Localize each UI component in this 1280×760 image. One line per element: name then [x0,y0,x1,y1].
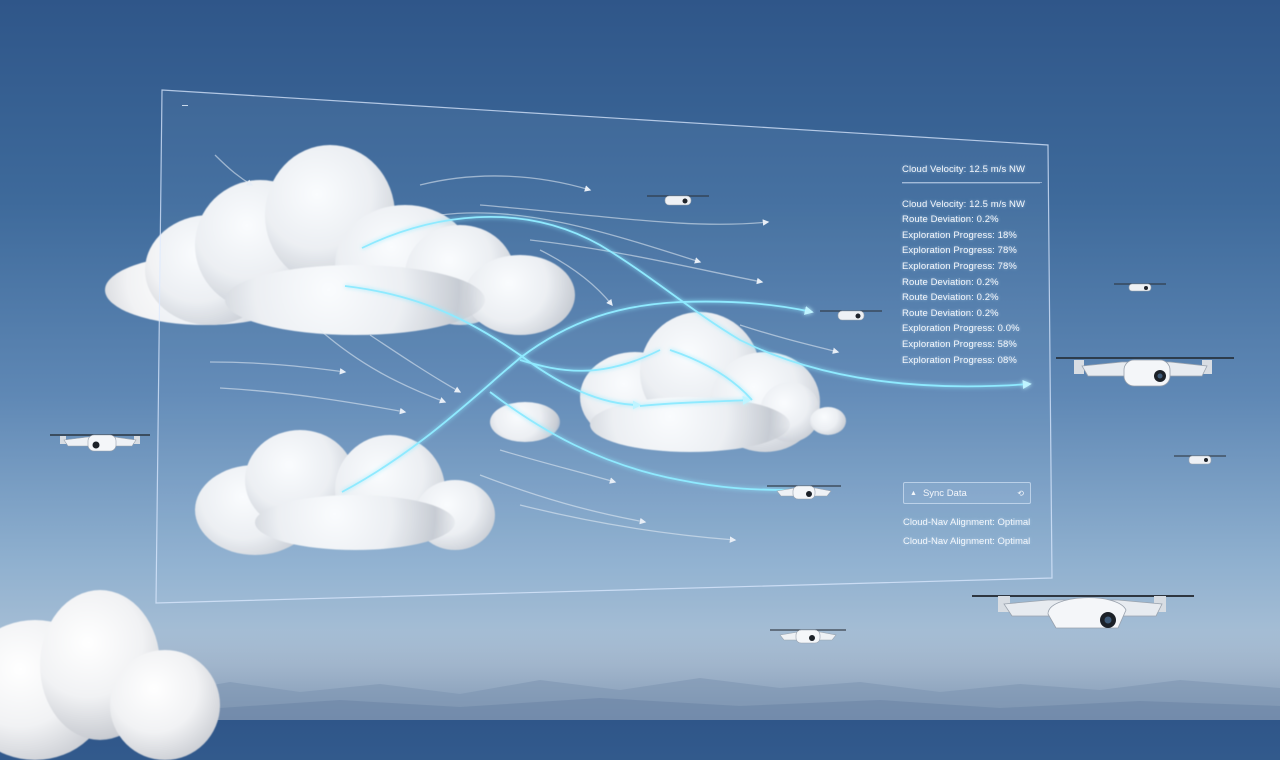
readout-header: Cloud Velocity: 12.5 m/s NW [902,162,1042,183]
sync-icon: ⟲ [1017,488,1024,498]
readout-row: Route Deviation: 0.2% [902,307,999,319]
readout-row: Exploration Progress: 58% [902,338,1017,350]
drone-icon [645,192,711,210]
flow-arrow-icon [214,154,254,186]
readout-row: Route Deviation: 0.2% [902,292,999,304]
cloud-lower-left [195,425,505,555]
readout-row: Route Deviation: 0.2% [902,214,999,226]
drone-icon [1112,281,1168,295]
alignment-status-line: Cloud-Nav Alignment: Optimal [903,517,1031,528]
readout-row: Exploration Progress: 78% [902,245,1017,257]
readout-row: Exploration Progress: 08% [902,354,1017,366]
route-line [519,349,661,372]
route-line [669,349,753,401]
hud-panel-frame [155,89,1053,604]
route-line [344,285,642,410]
sync-data-label: Sync Data [922,487,967,499]
route-line [341,300,814,493]
drone-icon [48,430,152,454]
route-line [639,395,752,407]
cloud-upper-left [105,145,575,340]
wind-arrows [209,154,840,543]
drone-icon [818,307,884,325]
readout-row: Exploration Progress: 78% [902,260,1017,272]
flow-arrow-icon [209,361,347,375]
flow-arrow-icon [439,212,702,264]
flow-arrow-icon [319,329,447,404]
triangle-up-icon: ▲ [910,489,917,497]
drone-icon [768,626,848,646]
drone-icon [1172,453,1228,467]
flow-arrow-icon [479,474,647,525]
route-line [489,391,791,491]
readout-row: Exploration Progress: 18% [902,229,1017,241]
readout-row: Cloud Velocity: 12.5 m/s NW [902,198,1026,210]
flow-arrow-icon [479,204,770,226]
flow-arrow-icon [539,249,613,307]
flow-arrow-icon [529,239,764,285]
flow-overlay [155,89,1053,604]
drone-icon [968,586,1198,634]
sync-data-button[interactable]: ▲ Sync Data ⟲ [903,482,1031,504]
flow-arrow-icon [369,334,462,393]
flow-arrow-icon [219,387,407,415]
alignment-status-line: Cloud-Nav Alignment: Optimal [903,536,1031,547]
flow-arrow-icon [739,324,840,354]
cloud-center [490,312,850,457]
panel-corner-mark [182,105,188,106]
drone-icon [765,482,843,502]
flow-arrow-icon [419,175,592,192]
readout-row: Route Deviation: 0.2% [902,276,999,288]
drone-icon [1052,352,1238,392]
flow-arrow-icon [519,504,737,543]
route-line [361,216,1032,390]
alignment-status: Cloud-Nav Alignment: Optimal Cloud-Nav A… [903,513,1030,551]
flow-arrow-icon [499,449,617,484]
readout-row: Exploration Progress: 0.0% [902,323,1020,335]
route-lines [341,216,1032,493]
mountain-range [0,678,1280,720]
telemetry-readout: Cloud Velocity: 12.5 m/s NW Cloud Veloci… [902,162,1042,368]
